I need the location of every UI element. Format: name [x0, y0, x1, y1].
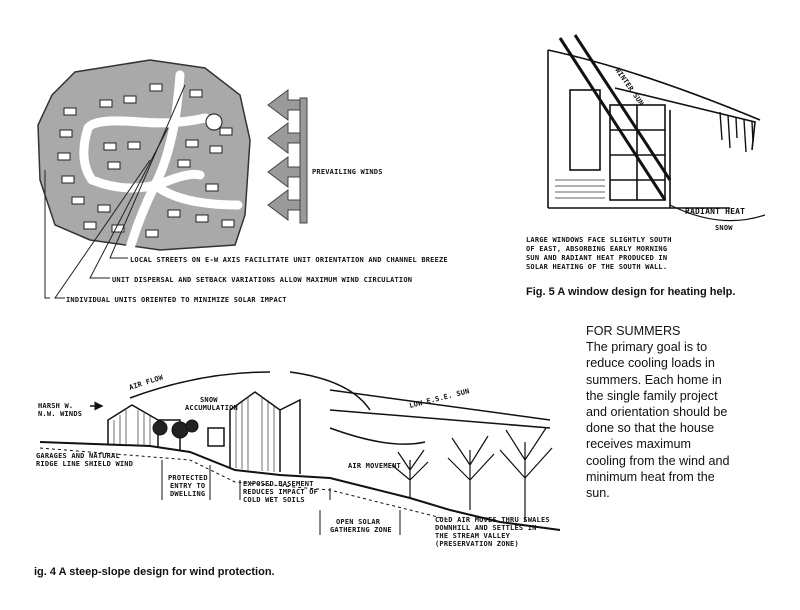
cold-air-line-1: COLD AIR MOVES THRU SWALES: [435, 516, 550, 524]
open-solar-line-2: GATHERING ZONE: [330, 526, 392, 534]
steep-slope-diagram: HARSH W. N.W. WINDS AIR FLOW SNOW ACCUMU…: [36, 371, 561, 548]
cold-air-line-4: (PRESERVATION ZONE): [435, 540, 519, 548]
summer-heading: FOR SUMMERS: [586, 324, 681, 338]
harsh-winds-line-1: HARSH W.: [38, 402, 73, 410]
fig5-note-line-4: SOLAR HEATING OF THE SOUTH WALL.: [526, 263, 667, 271]
protected-entry-line-2: ENTRY TO: [170, 482, 205, 490]
snow-acc-line-2: ACCUMULATION: [185, 404, 238, 412]
wind-arrows: [267, 89, 308, 224]
fig5-note-line-2: OF EAST, ABSORBING EARLY MORNING: [526, 245, 667, 253]
leader-lines: [44, 84, 186, 299]
summer-line-6: done so that the house: [586, 421, 715, 436]
garages-line-1: GARAGES AND NATURAL: [36, 452, 120, 460]
harsh-winds-line-2: N.W. WINDS: [38, 410, 82, 418]
air-movement-label: AIR MOVEMENT: [348, 462, 401, 470]
protected-entry-line-1: PROTECTED: [168, 474, 208, 482]
open-solar-line-1: OPEN SOLAR: [336, 518, 381, 526]
label-local-streets: LOCAL STREETS ON E-W AXIS FACILITATE UNI…: [130, 256, 448, 264]
label-individual-units: INDIVIDUAL UNITS ORIENTED TO MINIMIZE SO…: [66, 296, 287, 304]
bare-trees: [391, 427, 553, 522]
icicles: [719, 111, 754, 153]
trees: [152, 419, 199, 439]
radiant-heat-label: RADIANT HEAT: [685, 207, 745, 216]
summer-line-4: the single family project: [586, 388, 718, 403]
summer-line-10: sun.: [586, 486, 610, 501]
protected-entry-line-3: DWELLING: [170, 490, 205, 498]
wind-flow-arrows: [90, 371, 551, 445]
ground-line: [669, 204, 766, 222]
housing-units: [57, 83, 235, 238]
window-design-diagram: WINTER SUN RADIANT HEAT SNOW LARGE WINDO…: [526, 34, 766, 271]
ground-profile: [39, 441, 561, 531]
exposed-basement-line-3: COLD WET SOILS: [243, 496, 305, 504]
summer-line-1: The primary goal is to: [586, 340, 708, 355]
fig5-caption: Fig. 5 A window design for heating help.: [526, 286, 736, 298]
sun-rays: [558, 34, 672, 201]
summer-line-5: and orientation should be: [586, 405, 728, 420]
cold-air-line-3: THE STREAM VALLEY: [435, 532, 511, 540]
summer-line-2: reduce cooling loads in: [586, 356, 715, 371]
label-unit-dispersal: UNIT DISPERSAL AND SETBACK VARIATIONS AL…: [112, 276, 412, 284]
site-plan-diagram: PREVAILING WINDS LOCAL STREETS ON E-W AX…: [37, 59, 448, 304]
snow-label: SNOW: [715, 224, 733, 232]
house-siding: [113, 397, 275, 472]
wall-hatching: [555, 179, 605, 199]
summer-line-8: cooling from the wind and: [586, 453, 730, 468]
zone-markers: [161, 460, 401, 535]
summer-line-3: summers. Each home in: [586, 372, 722, 387]
cold-air-line-2: DOWNHILL AND SETTLES IN: [435, 524, 537, 532]
snow-acc-line-1: SNOW: [200, 396, 218, 404]
cul-de-sac: [205, 113, 223, 131]
air-flow-label: AIR FLOW: [128, 373, 165, 392]
exposed-basement-line-2: REDUCES IMPACT OF: [243, 488, 318, 496]
low-sun-label: LOW E.S.E. SUN: [409, 387, 471, 410]
prevailing-winds-label: PREVAILING WINDS: [312, 168, 383, 176]
exposed-basement-line-1: EXPOSED BASEMENT: [243, 480, 314, 488]
summer-line-9: minimum heat from the: [586, 469, 715, 484]
summer-note: FOR SUMMERS The primary goal is to reduc…: [586, 323, 786, 501]
fig4-caption: ig. 4 A steep-slope design for wind prot…: [34, 566, 275, 578]
summer-line-7: receives maximum: [586, 437, 691, 452]
fig5-note-line-3: SUN AND RADIANT HEAT PRODUCED IN: [526, 254, 667, 262]
fig5-note-line-1: LARGE WINDOWS FACE SLIGHTLY SOUTH: [526, 236, 672, 244]
garages-line-2: RIDGE LINE SHIELD WIND: [36, 460, 133, 468]
